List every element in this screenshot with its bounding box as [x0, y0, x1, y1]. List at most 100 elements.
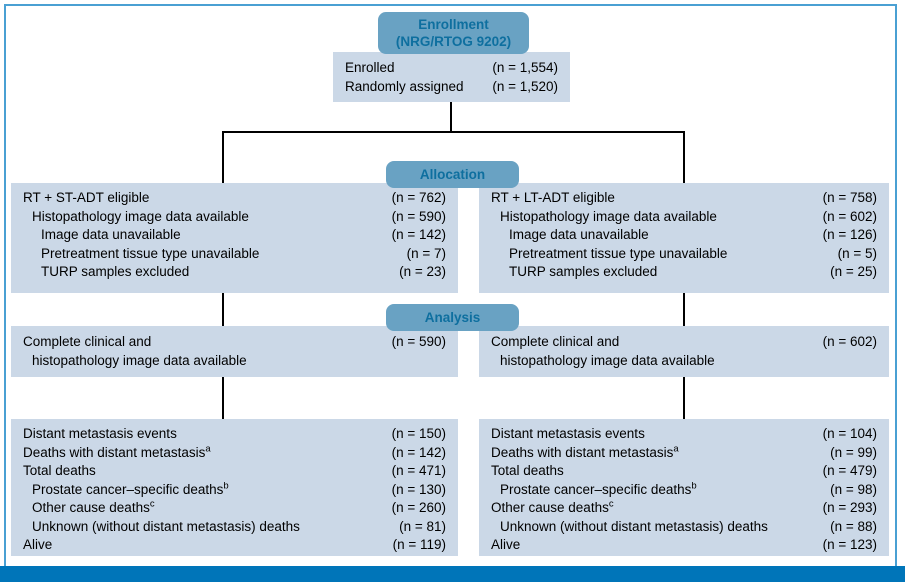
row-label: RT + LT-ADT eligible	[491, 190, 615, 205]
row-value: (n = 150)	[391, 426, 446, 441]
flow-row: Deaths with distant metastasisa (n = 142)	[23, 444, 446, 463]
row-label: Total deaths	[491, 463, 564, 478]
row-label: Other cause deathsc	[491, 498, 614, 515]
row-label: RT + ST-ADT eligible	[23, 190, 150, 205]
flow-row: Randomly assigned(n = 1,520)	[345, 77, 558, 96]
enrollment-header-line2: (NRG/RTOG 9202)	[395, 34, 512, 49]
flow-row: Complete clinical and (n = 602)	[491, 333, 877, 352]
flow-row: RT + ST-ADT eligible (n = 762)	[23, 189, 446, 208]
analysis-box-left: Complete clinical and (n = 590) histopatho…	[11, 326, 458, 377]
row-label: Complete clinical and	[491, 334, 620, 349]
row-value: (n = 590)	[391, 334, 446, 349]
row-value: (n = 602)	[822, 334, 877, 349]
row-footnote-marker: a	[673, 443, 679, 454]
flow-row: Other cause deathsc (n = 260)	[23, 499, 446, 518]
outcomes-box-left: Distant metastasis events (n = 150) Deaths…	[11, 419, 458, 556]
row-label: Pretreatment tissue type unavailable	[509, 245, 728, 261]
connector-line	[222, 131, 224, 184]
flow-row: TURP samples excluded(n = 23)	[23, 263, 446, 282]
row-label: Image data unavailable	[509, 227, 649, 242]
flow-row: Histopathology image data available (n = …	[491, 208, 877, 227]
row-label: Other cause deathsc	[32, 498, 155, 515]
row-value: (n = 81)	[399, 518, 446, 534]
row-value: (n = 88)	[830, 518, 877, 534]
row-label: TURP samples excluded	[41, 264, 190, 279]
row-value: (n = 5)	[837, 245, 877, 261]
row-value: (n = 758)	[822, 190, 877, 205]
row-label: TURP samples excluded	[509, 264, 658, 279]
flow-row: Pretreatment tissue type unavailable(n =…	[23, 245, 446, 264]
flow-row: RT + LT-ADT eligible (n = 758)	[491, 189, 877, 208]
row-value: (n = 98)	[830, 481, 877, 497]
flow-row: Alive (n = 119)	[23, 536, 446, 555]
row-label: Enrolled	[345, 60, 395, 75]
row-label: Unknown (without distant metastasis) dea…	[32, 518, 300, 534]
flow-row: Image data unavailable(n = 142)	[23, 226, 446, 245]
row-label: Distant metastasis events	[491, 426, 645, 441]
row-value: (n = 142)	[391, 227, 446, 242]
enrollment-phase-header: Enrollment (NRG/RTOG 9202)	[378, 12, 529, 54]
flow-row: Complete clinical and (n = 590)	[23, 333, 446, 352]
row-value: (n = 123)	[822, 537, 877, 552]
flow-row: Unknown (without distant metastasis) dea…	[23, 518, 446, 537]
row-label: Prostate cancer–specific deathsb	[32, 480, 229, 497]
flow-row: Unknown (without distant metastasis) dea…	[491, 518, 877, 537]
enrollment-header-line1: Enrollment	[418, 16, 489, 32]
row-value: (n = 119)	[392, 537, 446, 552]
flow-row: histopathology image data available	[23, 352, 446, 371]
row-label: Unknown (without distant metastasis) dea…	[500, 518, 768, 534]
row-value: (n = 260)	[391, 500, 446, 515]
row-value: (n = 104)	[822, 426, 877, 441]
row-label: Complete clinical and	[23, 334, 152, 349]
flow-row: Pretreatment tissue type unavailable (n =…	[491, 245, 877, 264]
flow-row: Total deaths(n = 471)	[23, 462, 446, 481]
row-value: (n = 130)	[391, 481, 446, 497]
analysis-header-label: Analysis	[424, 309, 481, 325]
row-value: (n = 590)	[391, 208, 446, 224]
connector-line	[222, 292, 224, 327]
row-label: Alive	[491, 537, 521, 552]
connector-line	[222, 131, 685, 133]
row-label: Deaths with distant metastasisa	[491, 443, 679, 460]
flow-row: Distant metastasis events (n = 104)	[491, 425, 877, 444]
connector-line	[683, 131, 685, 184]
flow-row: Alive (n = 123)	[491, 536, 877, 555]
row-value: (n = 142)	[391, 444, 446, 460]
row-value: (n = 7)	[406, 245, 446, 261]
enrollment-box: Enrolled (n = 1,554) Randomly assigned(n =…	[333, 52, 570, 102]
flow-row: Distant metastasis events (n = 150)	[23, 425, 446, 444]
row-label: Alive	[23, 537, 53, 552]
analysis-box-right: Complete clinical and (n = 602) histopatho…	[479, 326, 889, 377]
flow-row: TURP samples excluded(n = 25)	[491, 263, 877, 282]
flow-row: Other cause deathsc(n = 293)	[491, 499, 877, 518]
bottom-accent-bar	[0, 566, 905, 582]
row-label: histopathology image data available	[500, 352, 715, 368]
flow-row: Total deaths(n = 479)	[491, 462, 877, 481]
row-label: Distant metastasis events	[23, 426, 177, 441]
row-value: (n = 1,554)	[492, 60, 558, 75]
row-footnote-marker: c	[149, 498, 155, 510]
flow-row: Prostate cancer–specific deathsb (n = 98)	[491, 481, 877, 500]
allocation-header-label: Allocation	[419, 166, 486, 182]
row-value: (n = 126)	[822, 227, 877, 242]
flow-row: Prostate cancer–specific deathsb (n = 130…	[23, 481, 446, 500]
row-value	[440, 352, 446, 371]
allocation-box-left: RT + ST-ADT eligible (n = 762) Histopathol…	[11, 183, 458, 293]
flow-row: Deaths with distant metastasisa(n = 99)	[491, 444, 877, 463]
flow-row: Histopathology image data available (n = …	[23, 208, 446, 227]
row-footnote-marker: b	[691, 480, 697, 491]
row-label: Histopathology image data available	[500, 208, 717, 224]
connector-line	[450, 101, 452, 133]
row-label: histopathology image data available	[32, 352, 247, 368]
row-value: (n = 602)	[822, 208, 877, 224]
row-value: (n = 1,520)	[492, 79, 558, 94]
allocation-phase-header: Allocation	[386, 161, 519, 188]
row-label: Histopathology image data available	[32, 208, 249, 224]
row-label: Prostate cancer–specific deathsb	[500, 480, 697, 497]
row-footnote-marker: c	[608, 498, 614, 510]
row-label: Deaths with distant metastasisa	[23, 443, 211, 460]
flow-row: Enrolled (n = 1,554)	[345, 58, 558, 77]
allocation-box-right: RT + LT-ADT eligible (n = 758) Histopathol…	[479, 183, 889, 293]
row-value: (n = 762)	[391, 190, 446, 205]
